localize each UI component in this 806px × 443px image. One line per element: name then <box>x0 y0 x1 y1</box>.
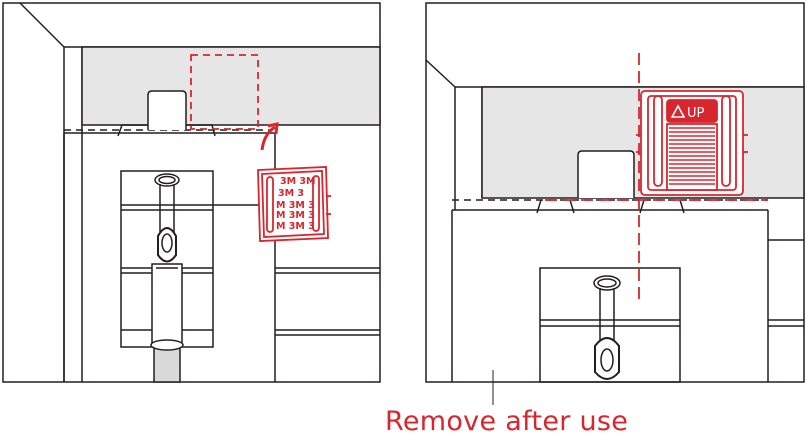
tape-line-1: 3M 3M <box>280 176 315 187</box>
grip-lines <box>669 128 715 184</box>
up-label: UP <box>687 106 705 121</box>
caption: Remove after use <box>385 406 628 437</box>
right-panel <box>426 3 804 405</box>
left-rail <box>82 47 380 125</box>
tape-line-2: 3M 3 <box>278 188 304 199</box>
tape-line-4: M 3M 3 <box>276 210 315 221</box>
tape-text: 3M 3M 3M 3 M 3M 3 M 3M 3 M 3M 3 3M <box>276 176 315 232</box>
